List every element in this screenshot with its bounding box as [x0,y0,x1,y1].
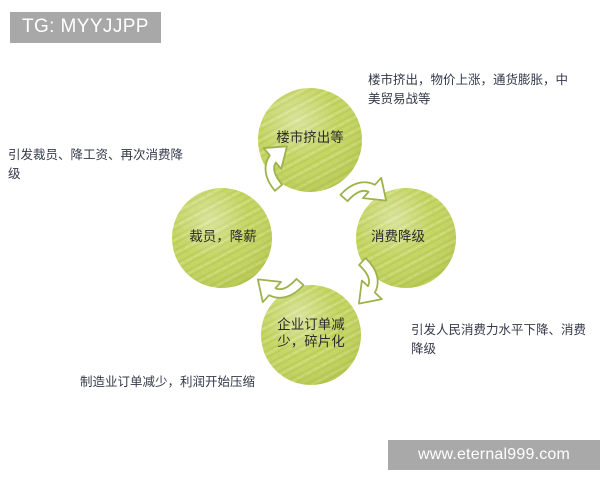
tg-channel-badge: TG: MYYJJPP [10,12,161,43]
annotation-right: 引发人民消费力水平下降、消费降级 [411,322,587,357]
annotation-left: 引发裁员、降工资、再次消费降级 [8,147,184,182]
node-circle-bottom[interactable] [261,285,361,385]
arrow-top-to-right [339,176,388,203]
arrow-bottom-to-left [256,277,305,304]
arrow-left-to-top [262,145,288,192]
node-circle-right[interactable] [356,188,456,288]
node-circle-left[interactable] [172,188,272,288]
node-circle-top[interactable] [258,88,362,192]
annotation-top-right: 楼市挤出，物价上涨，通货膨胀，中美贸易战等 [368,72,569,107]
arrow-right-to-bottom [358,257,383,305]
annotation-bottom: 制造业订单减少，利润开始压缩 [80,374,256,389]
site-watermark: www.eternal999.com [388,440,600,470]
